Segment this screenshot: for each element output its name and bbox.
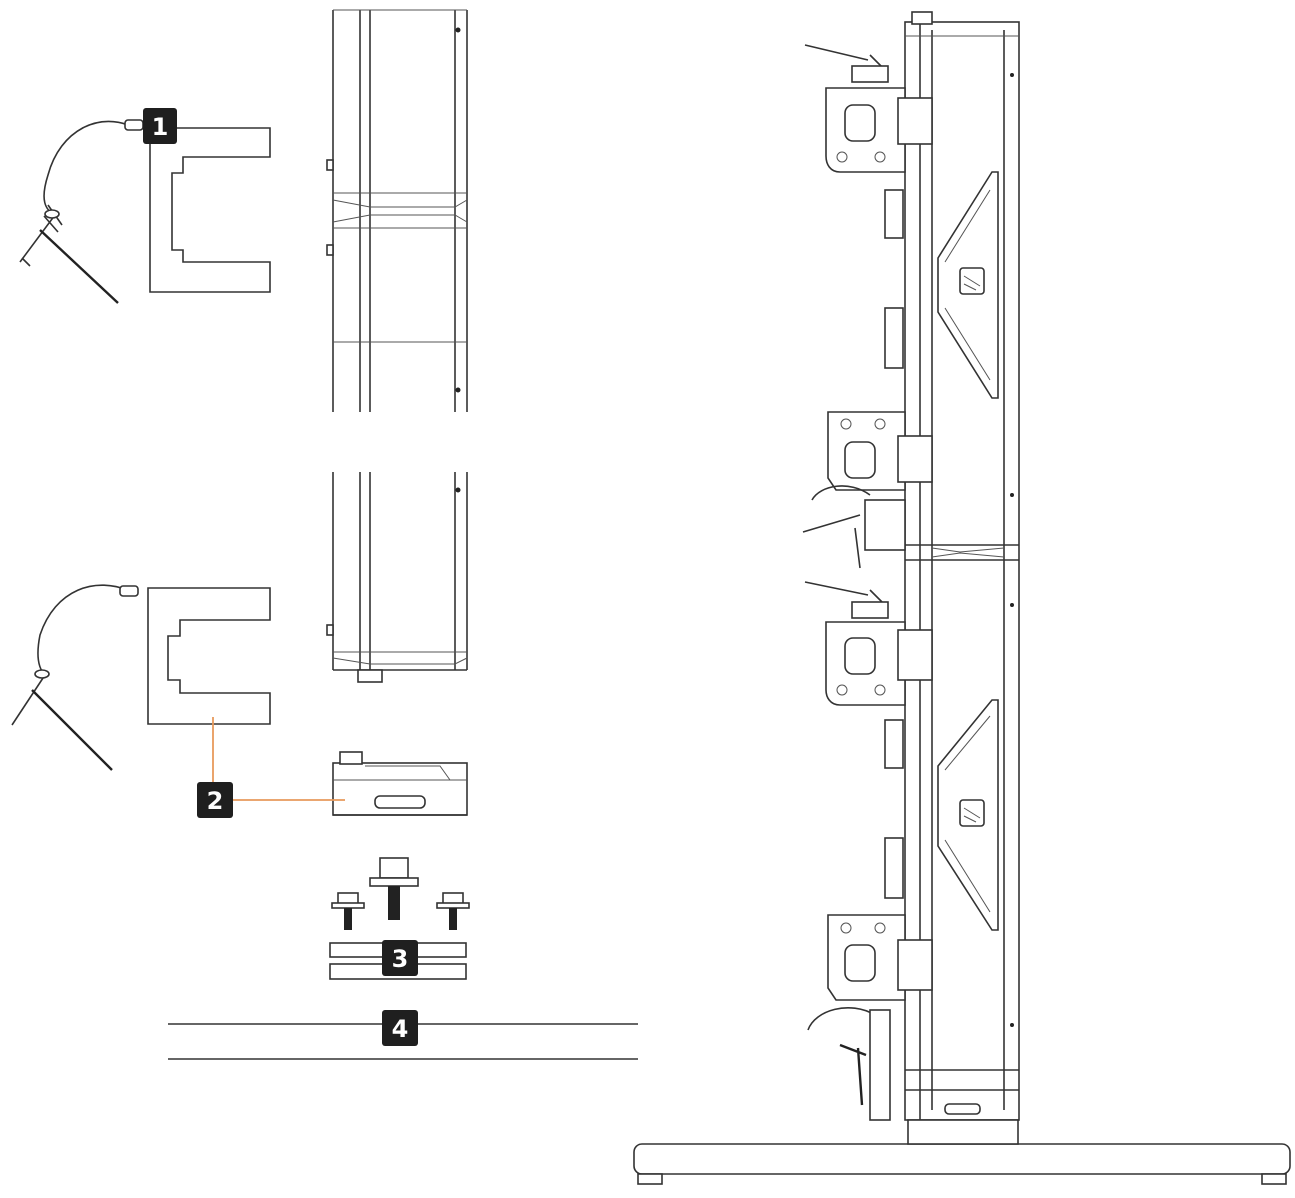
svg-text:1: 1 <box>152 113 169 141</box>
callout-2: 2 <box>197 782 233 818</box>
callout-3: 3 <box>382 940 418 976</box>
speaker-column-top-icon <box>326 9 468 412</box>
base-adapter-icon <box>332 751 468 816</box>
clamp-bracket-4-icon <box>807 914 933 1121</box>
stand-base-icon <box>633 1119 1291 1185</box>
clamp-bracket-3-icon <box>804 581 933 706</box>
u-bracket-1-icon <box>149 127 271 293</box>
assembled-column-icon <box>904 11 1020 1121</box>
svg-text:3: 3 <box>392 945 409 973</box>
pin-lanyard-2-icon <box>11 584 139 771</box>
leader-line-2 <box>212 717 345 801</box>
svg-text:4: 4 <box>392 1015 409 1043</box>
clamp-bracket-2-icon <box>802 411 933 569</box>
svg-text:2: 2 <box>207 787 224 815</box>
callout-1: 1 <box>143 108 177 144</box>
side-latches-icon <box>884 189 904 899</box>
callout-4: 4 <box>382 1010 418 1046</box>
pin-lanyard-1-icon <box>19 119 144 304</box>
bolts-icon <box>331 857 470 930</box>
speaker-column-bottom-icon <box>326 472 468 683</box>
clamp-bracket-1-icon <box>804 44 933 173</box>
u-bracket-2-icon <box>147 587 271 725</box>
